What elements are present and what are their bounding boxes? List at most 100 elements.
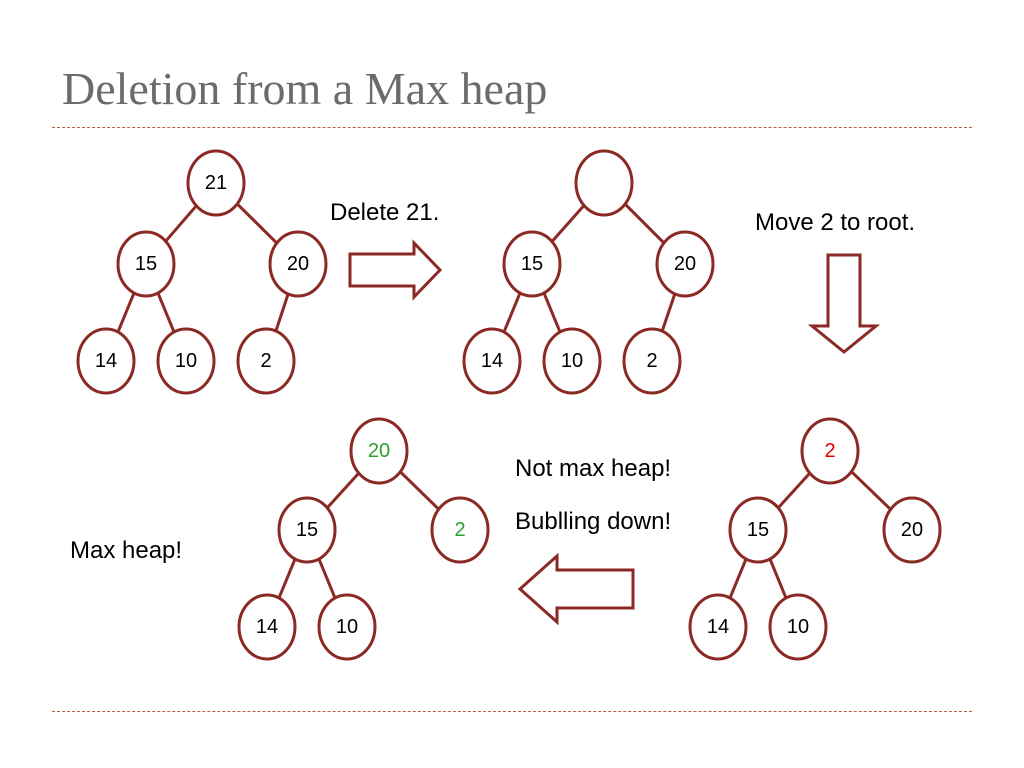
left-arrow [517, 552, 635, 626]
node-label: 21 [205, 172, 227, 194]
tree-edge [116, 291, 136, 334]
heap-node: 20 [882, 496, 942, 564]
heap-node: 10 [156, 327, 216, 395]
tree-final: 20 15 2 14 10 [237, 417, 490, 661]
tree-original: 21 15 20 14 10 2 [76, 149, 328, 395]
right-arrow [348, 239, 443, 301]
heap-node: 21 [186, 149, 246, 217]
tree-edge [273, 292, 291, 333]
tree-edge [156, 291, 176, 334]
node-circle [655, 230, 715, 298]
node-circle [76, 327, 136, 395]
node-label: 15 [135, 253, 157, 275]
node-circle [728, 496, 788, 564]
node-label: 14 [95, 350, 117, 372]
trees-layer: 21 15 20 14 10 2 15 20 14 10 2 2 15 20 14 10 20 15 2 14 10 [76, 149, 942, 661]
node-circle [236, 327, 296, 395]
caption-delete: Delete 21. [330, 199, 439, 226]
node-circle [430, 496, 490, 564]
node-label: 14 [481, 350, 503, 372]
tree-edge [236, 203, 278, 244]
heap-node: 20 [655, 230, 715, 298]
node-label: 2 [824, 440, 835, 462]
node-circle [800, 417, 860, 485]
heap-node [574, 149, 634, 217]
tree-moved-to-root: 2 15 20 14 10 [688, 417, 942, 661]
caption-bubbling-down: Bublling down! [515, 508, 671, 535]
node-circle [186, 149, 246, 217]
node-label: 2 [454, 519, 465, 541]
node-circle [768, 593, 828, 661]
node-circle [688, 593, 748, 661]
node-circle [542, 327, 602, 395]
node-label: 2 [646, 350, 657, 372]
down-arrow [807, 253, 881, 354]
node-circle [116, 230, 176, 298]
node-circle [462, 327, 522, 395]
tree-edge [164, 204, 198, 243]
node-label: 14 [256, 616, 278, 638]
tree-edge [502, 291, 522, 334]
tree-edge [624, 203, 665, 244]
heap-node: 14 [237, 593, 297, 661]
node-label: 15 [296, 519, 318, 541]
node-label: 10 [787, 616, 809, 638]
tree-edge [768, 557, 788, 600]
heap-node: 20 [349, 417, 409, 485]
caption-move-to-root: Move 2 to root. [755, 209, 915, 236]
heap-node: 14 [462, 327, 522, 395]
node-circle [349, 417, 409, 485]
node-circle [574, 149, 634, 217]
heap-node: 2 [800, 417, 860, 485]
node-circle [237, 593, 297, 661]
heap-node: 10 [768, 593, 828, 661]
node-label: 20 [368, 440, 390, 462]
heap-node: 15 [502, 230, 562, 298]
node-label: 10 [336, 616, 358, 638]
node-circle [156, 327, 216, 395]
node-label: 20 [287, 253, 309, 275]
heap-node: 14 [688, 593, 748, 661]
top-divider [52, 127, 972, 128]
heap-node: 14 [76, 327, 136, 395]
tree-edge [777, 472, 811, 509]
tree-edge [326, 472, 360, 509]
node-label: 10 [561, 350, 583, 372]
node-label: 20 [674, 253, 696, 275]
node-circle [502, 230, 562, 298]
heap-node: 10 [317, 593, 377, 661]
heap-node: 20 [268, 230, 328, 298]
node-circle [882, 496, 942, 564]
heap-node: 2 [430, 496, 490, 564]
tree-edge [660, 291, 677, 334]
node-circle [622, 327, 682, 395]
caption-not-max-heap: Not max heap! [515, 455, 671, 482]
tree-edge [542, 291, 562, 334]
tree-edge [550, 204, 586, 243]
node-label: 20 [901, 519, 923, 541]
heap-node: 15 [277, 496, 337, 564]
tree-edge [850, 470, 892, 511]
node-circle [268, 230, 328, 298]
heap-node: 10 [542, 327, 602, 395]
heap-node: 2 [622, 327, 682, 395]
caption-max-heap: Max heap! [70, 537, 182, 564]
node-label: 15 [521, 253, 543, 275]
heap-node: 15 [728, 496, 788, 564]
node-label: 15 [747, 519, 769, 541]
tree-edge [728, 557, 748, 600]
node-circle [277, 496, 337, 564]
node-circle [317, 593, 377, 661]
node-label: 2 [260, 350, 271, 372]
tree-edge [399, 470, 440, 511]
bottom-divider [52, 711, 972, 712]
heap-node: 15 [116, 230, 176, 298]
slide-title: Deletion from a Max heap [62, 63, 548, 114]
node-label: 14 [707, 616, 729, 638]
tree-edge [277, 557, 297, 600]
heap-node: 2 [236, 327, 296, 395]
tree-after-delete: 15 20 14 10 2 [462, 149, 715, 395]
node-label: 10 [175, 350, 197, 372]
tree-edge [317, 557, 337, 600]
